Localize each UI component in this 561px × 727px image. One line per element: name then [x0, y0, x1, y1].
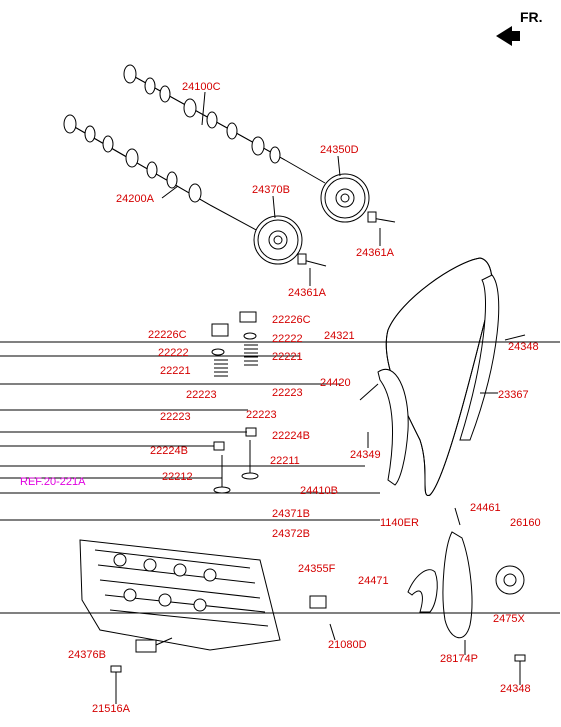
label-22212: 22212	[162, 471, 193, 483]
valve-lifter-22226C-a	[239, 311, 257, 323]
label-24348: 24348	[508, 341, 539, 353]
valve-spring-22221	[214, 344, 258, 377]
chain-guide-24471	[407, 569, 438, 613]
label-22226C-left: 22226C	[148, 329, 187, 341]
spring-retainer-22222	[211, 332, 257, 356]
timing-chain-lower	[442, 531, 473, 638]
oil-pump-sprocket-26160	[495, 565, 525, 595]
bolt-24361A-upper	[367, 211, 396, 223]
cam-sprocket-24370B	[253, 215, 303, 265]
label-28174P: 28174P	[440, 653, 478, 665]
label-24461: 24461	[470, 502, 501, 514]
label-24370B: 24370B	[252, 184, 290, 196]
label-24371B: 24371B	[272, 508, 310, 520]
bolt-24361A-lower	[297, 253, 327, 267]
cylinder-head	[79, 539, 281, 651]
tensioner-24355F	[309, 595, 327, 609]
label-24361A-upper: 24361A	[356, 247, 395, 259]
label-22224B-right: 22224B	[272, 430, 310, 442]
label-2475X: 2475X	[493, 613, 525, 625]
label-24349: 24349	[350, 449, 381, 461]
chain-guide-23367	[459, 274, 500, 441]
leader-lines	[0, 91, 560, 704]
label-22221-left: 22221	[160, 365, 191, 377]
label-24200A: 24200A	[116, 193, 155, 205]
camshaft-exhaust	[63, 114, 261, 233]
label-26160: 26160	[510, 517, 541, 529]
front-label: FR.	[520, 9, 543, 25]
valve-22211	[241, 440, 259, 480]
label-24471: 24471	[358, 575, 389, 587]
label-22211: 22211	[270, 455, 300, 467]
valve-22212	[213, 455, 231, 494]
label-1140ER: 1140ER	[380, 517, 419, 529]
label-22223-c: 22223	[160, 411, 191, 423]
label-23367: 23367	[498, 389, 529, 401]
label-22223-a: 22223	[186, 389, 217, 401]
label-24361A-lower: 24361A	[288, 287, 327, 299]
label-24376B: 24376B	[68, 649, 106, 661]
label-24410B: 24410B	[300, 485, 338, 497]
label-24420: 24420	[320, 377, 351, 389]
label-22226C-right: 22226C	[272, 314, 311, 326]
label-22223-d: 22223	[246, 409, 277, 421]
tensioner-arm-24420	[377, 369, 409, 486]
label-24100C: 24100C	[182, 81, 221, 93]
label-22222-right: 22222	[272, 333, 303, 345]
label-24355F: 24355F	[298, 563, 336, 575]
front-direction-indicator: FR.	[496, 9, 543, 46]
label-24372B: 24372B	[272, 528, 310, 540]
valve-lifter-22226C-b	[211, 323, 229, 337]
label-22224B-left: 22224B	[150, 445, 188, 457]
label-22221-right: 22221	[272, 351, 303, 363]
label-24350D: 24350D	[320, 144, 359, 156]
camshaft-intake	[123, 64, 326, 184]
label-21080D: 21080D	[328, 639, 367, 651]
label-22222-left: 22222	[158, 347, 189, 359]
sensor-24376B	[135, 637, 173, 653]
label-ref-20-221A: REF.20-221A	[20, 476, 86, 488]
front-arrow-icon	[496, 26, 520, 46]
label-24348-lower: 24348	[500, 683, 531, 695]
label-21516A: 21516A	[92, 703, 131, 715]
bolt-21516A	[110, 665, 122, 700]
cam-sprocket-24350D	[320, 173, 370, 223]
bolt-24348-lower	[514, 654, 526, 685]
label-22223-b: 22223	[272, 387, 303, 399]
label-24321: 24321	[324, 330, 355, 342]
